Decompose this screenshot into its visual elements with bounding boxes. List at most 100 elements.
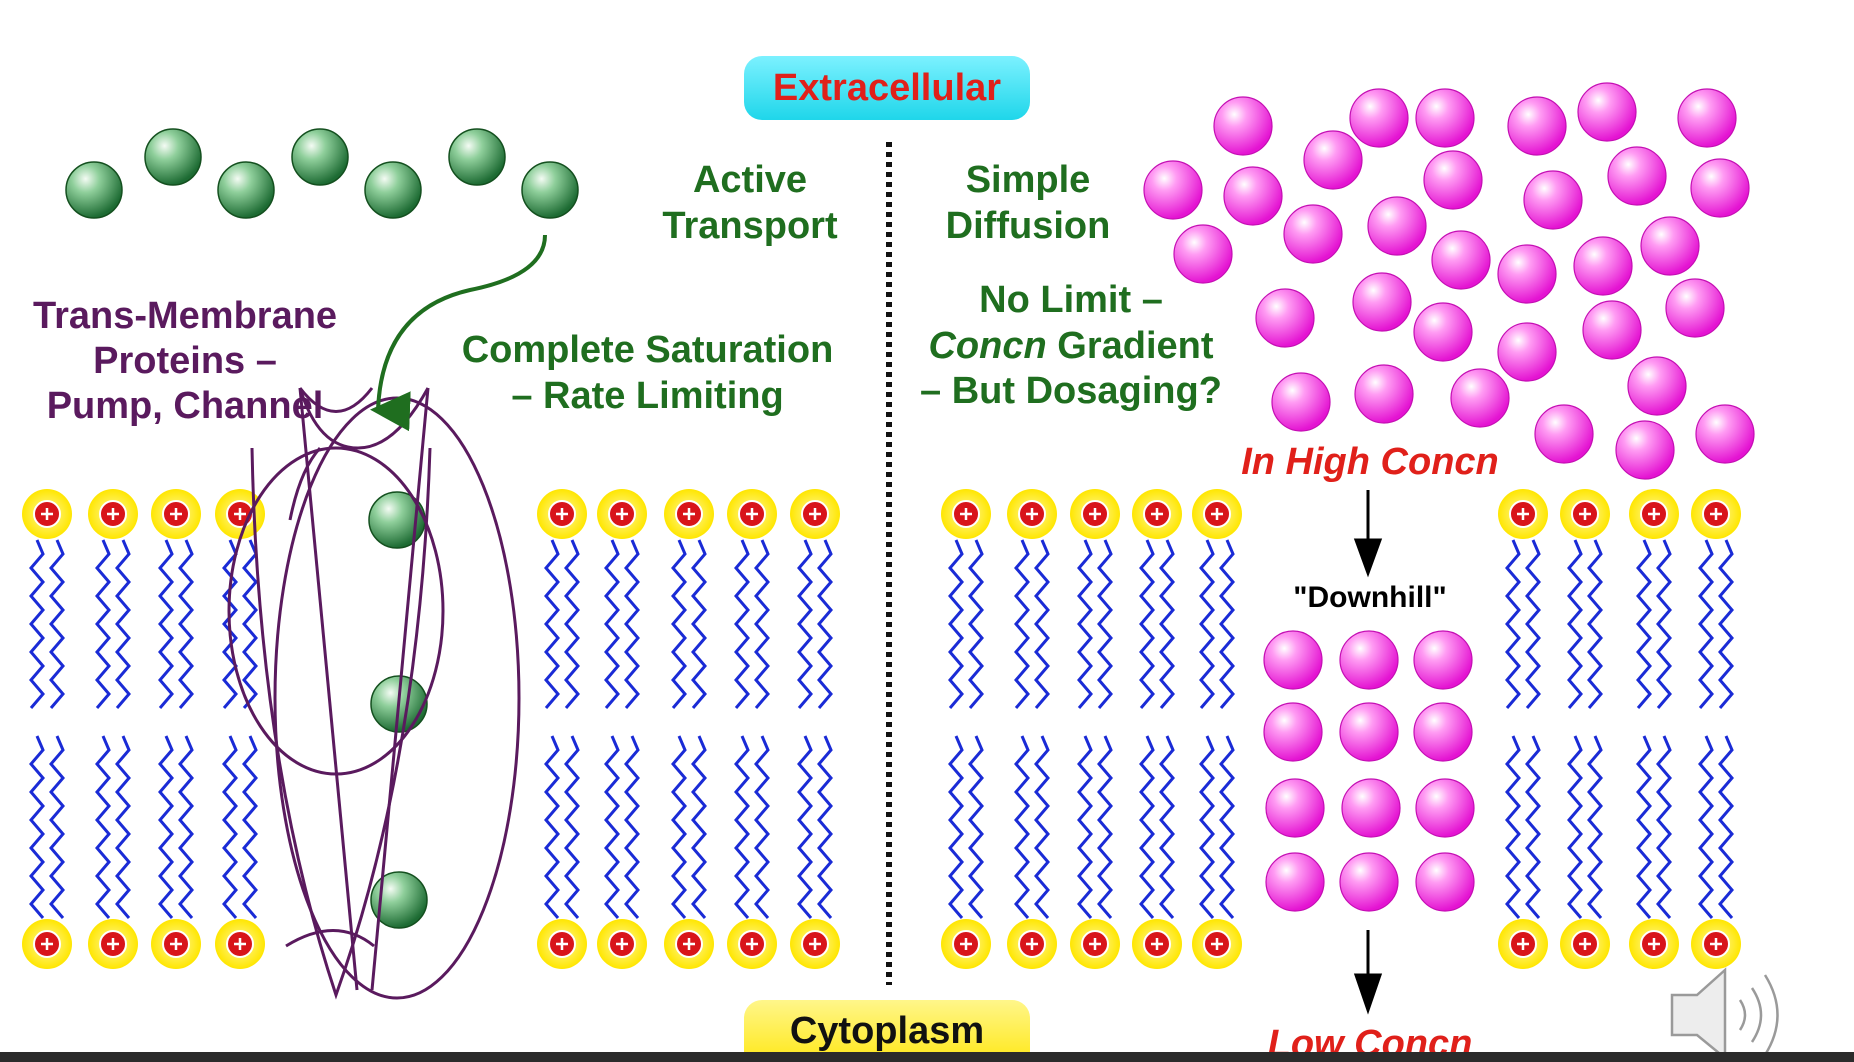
gradient-text: Gradient bbox=[1046, 324, 1214, 367]
active-transport-line1: Active bbox=[692, 159, 808, 201]
lipid-tail bbox=[178, 539, 194, 709]
pink-molecule bbox=[1423, 150, 1483, 210]
lipid-tail bbox=[242, 735, 258, 919]
lipid-head-plus bbox=[1151, 938, 1163, 950]
lipid-head-plus bbox=[960, 938, 972, 950]
lipid-tail bbox=[1718, 735, 1734, 919]
pink-molecule bbox=[1615, 420, 1675, 480]
pink-molecule bbox=[1507, 96, 1567, 156]
lipid-head-plus bbox=[1579, 938, 1591, 950]
lipid-tail bbox=[1139, 539, 1155, 709]
lipid-tail bbox=[604, 539, 620, 709]
lipid-head-plus bbox=[1579, 508, 1591, 520]
lipid-tail bbox=[817, 539, 833, 709]
pink-molecule bbox=[1339, 852, 1399, 912]
lipid-tail bbox=[734, 539, 750, 709]
pink-molecule bbox=[1339, 702, 1399, 762]
lipid-head-plus bbox=[556, 938, 568, 950]
lipid-tail bbox=[1525, 735, 1541, 919]
lipid-tail bbox=[624, 539, 640, 709]
lipid-tail bbox=[691, 735, 707, 919]
pink-molecule bbox=[1265, 852, 1325, 912]
green-molecule bbox=[370, 871, 428, 929]
lipid-head-plus bbox=[107, 938, 119, 950]
phospholipid-pair bbox=[537, 489, 587, 969]
lipid-tail bbox=[29, 735, 45, 919]
lipid-tail bbox=[1097, 735, 1113, 919]
lipid-tail bbox=[1219, 539, 1235, 709]
pink-molecule bbox=[1263, 702, 1323, 762]
lipid-tail bbox=[115, 539, 131, 709]
lipid-tail bbox=[604, 735, 620, 919]
pink-molecule bbox=[1497, 244, 1557, 304]
lipid-head-plus bbox=[1089, 508, 1101, 520]
transmembrane-line3: Pump, Channel bbox=[46, 384, 324, 427]
lipid-tail bbox=[671, 735, 687, 919]
green-molecule bbox=[144, 128, 202, 186]
lipid-head-plus bbox=[1517, 508, 1529, 520]
lipid-tail bbox=[544, 539, 560, 709]
lipid-head-plus bbox=[1648, 938, 1660, 950]
lipid-tail bbox=[178, 735, 194, 919]
lipid-tail bbox=[1097, 539, 1113, 709]
lipid-tail bbox=[1034, 735, 1050, 919]
lipid-tail bbox=[754, 735, 770, 919]
lipid-tail bbox=[158, 735, 174, 919]
pink-molecule bbox=[1497, 322, 1557, 382]
lipid-tail bbox=[797, 735, 813, 919]
lipid-tail bbox=[1587, 539, 1603, 709]
lipid-tail bbox=[1159, 735, 1175, 919]
simple-diffusion-line1: Simple bbox=[965, 159, 1091, 201]
lipid-head-plus bbox=[616, 508, 628, 520]
active-transport-title: Active Transport bbox=[640, 158, 860, 249]
lipid-tail bbox=[691, 539, 707, 709]
pink-molecule bbox=[1690, 158, 1750, 218]
pink-molecule bbox=[1303, 130, 1363, 190]
lipid-tail bbox=[1505, 735, 1521, 919]
transmembrane-line2: Proteins – bbox=[93, 339, 277, 382]
lipid-head-plus bbox=[1151, 508, 1163, 520]
pink-molecule bbox=[1534, 404, 1594, 464]
lipid-head-plus bbox=[1710, 938, 1722, 950]
lipid-tail bbox=[1567, 735, 1583, 919]
lipid-head-plus bbox=[1648, 508, 1660, 520]
simple-diffusion-title: Simple Diffusion bbox=[918, 158, 1138, 249]
lipid-tail bbox=[115, 735, 131, 919]
lipid-tail bbox=[1698, 539, 1714, 709]
pink-molecule bbox=[1640, 216, 1700, 276]
lipid-head-plus bbox=[1710, 508, 1722, 520]
lipid-tail bbox=[158, 539, 174, 709]
video-bottom-strip bbox=[0, 1052, 1854, 1062]
pink-molecule bbox=[1413, 302, 1473, 362]
phospholipid-pair bbox=[22, 489, 72, 969]
pink-molecule bbox=[1255, 288, 1315, 348]
lipid-head-plus bbox=[556, 508, 568, 520]
pink-molecule bbox=[1354, 364, 1414, 424]
cytoplasm-text: Cytoplasm bbox=[789, 1009, 985, 1052]
lipid-tail bbox=[222, 735, 238, 919]
pink-molecule bbox=[1415, 778, 1475, 838]
green-molecule bbox=[291, 128, 349, 186]
speaker-volume-icon[interactable] bbox=[1670, 967, 1779, 1061]
pink-molecule bbox=[1349, 88, 1409, 148]
green-molecule bbox=[364, 161, 422, 219]
lipid-tail bbox=[242, 539, 258, 709]
high-concn-text: In High Concn bbox=[1241, 441, 1499, 483]
phospholipid-pair bbox=[790, 489, 840, 969]
pink-molecule bbox=[1339, 630, 1399, 690]
lipid-tail bbox=[671, 539, 687, 709]
lipid-tail bbox=[564, 735, 580, 919]
complete-saturation-label: Complete Saturation – Rate Limiting bbox=[450, 328, 845, 419]
phospholipid-pair bbox=[215, 489, 265, 969]
lipid-tail bbox=[1567, 539, 1583, 709]
lipid-head-plus bbox=[107, 508, 119, 520]
phospholipid-pair bbox=[664, 489, 714, 969]
lipid-tail bbox=[948, 539, 964, 709]
concn-italic: Concn bbox=[928, 324, 1047, 367]
lipid-head-plus bbox=[170, 508, 182, 520]
pink-molecule bbox=[1413, 630, 1473, 690]
lipid-head-plus bbox=[234, 938, 246, 950]
saturation-line2: – Rate Limiting bbox=[511, 374, 784, 417]
